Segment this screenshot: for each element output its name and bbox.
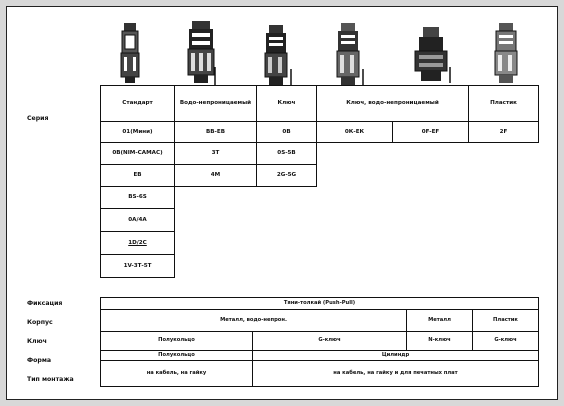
cell-0-2: 0В (256, 121, 317, 143)
connector-waterproof-large-icon (414, 27, 451, 83)
cell-4-0: 0А/4А (100, 208, 175, 232)
connector-key-waterproof-icon (336, 23, 364, 85)
cell-0-5: 2F (468, 121, 539, 143)
cell-1-1: 3Т (174, 142, 257, 165)
cell-1-2: 0S-5В (256, 142, 317, 165)
connector-plastic-icon (494, 23, 518, 83)
cell-0-1: ВВ-ЕВ (174, 121, 257, 143)
cell-2-2: 2G-5G (256, 164, 317, 187)
header-key: Ключ (256, 85, 317, 122)
header-key-waterproof: Ключ, водо-непроницаемый (316, 85, 469, 122)
shape-cyl-cell: Цилиндр (252, 350, 539, 361)
fastening-cell: Тяни-толкай (Push-Pull) (100, 297, 539, 310)
connector-waterproof-icon (187, 21, 216, 85)
key-half-cell: Полукольцо (100, 331, 253, 351)
connector-key-icon (264, 25, 292, 85)
cell-2-0: ЕВ (100, 164, 175, 187)
cell-6-0: 1V-3Т-5Т (100, 254, 175, 278)
header-waterproof: Водо-непроницаемый (174, 85, 257, 122)
series-table: Стандарт Водо-непроницаемый Ключ Ключ, в… (100, 85, 539, 278)
cell-2-1: 4М (174, 164, 257, 187)
header-standard: Стандарт (100, 85, 175, 122)
label-fastening: Фиксация (27, 300, 63, 307)
header-plastic: Пластик (468, 85, 539, 122)
label-key: Ключ (27, 338, 47, 345)
key-n-cell: N-ключ (406, 331, 473, 351)
shape-half-cell: Полукольцо (100, 350, 253, 361)
connector-standard-icon (120, 23, 140, 83)
page-frame: Серия Стандарт Водо-непроницаемый Ключ К… (6, 6, 558, 400)
housing-plastic-cell: Пластик (472, 309, 539, 332)
label-grip: Тип монтажа (27, 376, 74, 383)
label-housing: Корпус (27, 319, 53, 326)
label-series: Серия (27, 115, 49, 122)
cell-3-0: ВS-6S (100, 186, 175, 209)
grip-right-cell: на кабель, на гайку и для печатных плат (252, 360, 539, 387)
label-shape: Форма (27, 357, 52, 364)
housing-metal2-cell: Металл (406, 309, 473, 332)
features-table: Тяни-толкай (Push-Pull) Металл, водо-неп… (100, 297, 539, 387)
key-g-cell: G-ключ (252, 331, 407, 351)
cell-5-0: 1D/2С (100, 231, 175, 255)
key-g2-cell: G-ключ (472, 331, 539, 351)
grip-left-cell: на кабель, на гайку (100, 360, 253, 387)
cell-0-3: 0К-ЕК (316, 121, 393, 143)
cell-1-0: 0В(NIM-CAMAC) (100, 142, 175, 165)
cell-0-0: 01(Мини) (100, 121, 175, 143)
cell-0-4: 0F-EF (392, 121, 469, 143)
housing-metal-cell: Металл, водо-непрон. (100, 309, 407, 332)
